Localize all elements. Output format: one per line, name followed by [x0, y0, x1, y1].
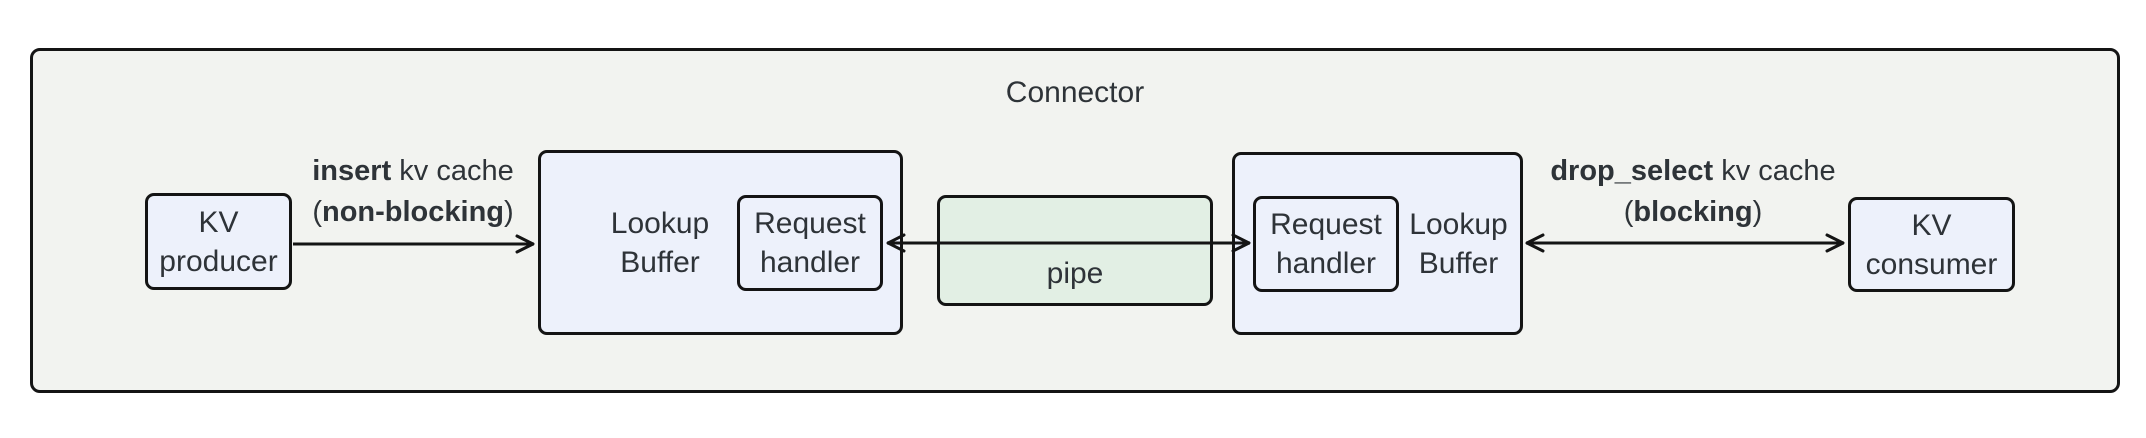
kv-consumer-line1: KV	[1911, 208, 1952, 242]
node-request-handler-left: Request handler	[737, 194, 883, 291]
lookup-buffer-left-label: Lookup Buffer	[541, 204, 737, 282]
lookup-buffer-right-line1: Lookup	[1409, 207, 1508, 241]
edge-drop-select-mode: blocking	[1633, 196, 1753, 228]
edge-drop-select-verb: drop_select	[1550, 155, 1714, 187]
edge-insert-object: kv cache	[391, 155, 514, 187]
node-kv-producer: KV producer	[145, 193, 292, 290]
lookup-buffer-left-line1: Lookup	[610, 206, 710, 240]
kv-consumer-label: KV consumer	[1866, 206, 1998, 284]
lookup-buffer-left-line2: Buffer	[620, 245, 700, 279]
node-request-handler-right: Request handler	[1253, 195, 1399, 292]
kv-producer-line1: KV	[198, 205, 239, 239]
node-kv-consumer: KV consumer	[1848, 197, 2015, 292]
request-handler-right-label: Request handler	[1270, 205, 1382, 283]
node-lookup-buffer-right: Request handler Lookup Buffer	[1232, 152, 1523, 335]
lookup-buffer-right-label: Lookup Buffer	[1399, 205, 1520, 283]
request-handler-right-line1: Request	[1270, 207, 1382, 241]
kv-producer-line2: producer	[159, 244, 278, 278]
request-handler-left-line2: handler	[759, 245, 861, 279]
request-handler-left-label: Request handler	[754, 204, 866, 282]
node-lookup-buffer-left: Lookup Buffer Request handler	[538, 150, 903, 335]
edge-drop-select-object: kv cache	[1713, 155, 1836, 187]
kv-producer-label: KV producer	[159, 203, 277, 281]
edge-drop-select-paren-open: (	[1623, 196, 1634, 228]
connector-title: Connector	[1005, 76, 1145, 109]
edge-label-insert: insert kv cache (non-blocking)	[238, 151, 588, 233]
kv-consumer-line2: consumer	[1865, 247, 1998, 281]
edge-insert-verb: insert	[312, 155, 392, 187]
request-handler-left-line1: Request	[754, 206, 866, 240]
edge-label-drop-select: drop_select kv cache (blocking)	[1518, 151, 1868, 233]
node-pipe: pipe	[937, 195, 1213, 306]
edge-insert-mode: non-blocking	[321, 196, 505, 228]
pipe-label: pipe	[1046, 257, 1104, 290]
edge-insert-paren-close: )	[504, 196, 514, 228]
edge-drop-select-paren-close: )	[1752, 196, 1763, 228]
lookup-buffer-right-line2: Buffer	[1418, 246, 1499, 280]
edge-insert-paren-open: (	[312, 196, 322, 228]
request-handler-right-line2: handler	[1275, 246, 1377, 280]
